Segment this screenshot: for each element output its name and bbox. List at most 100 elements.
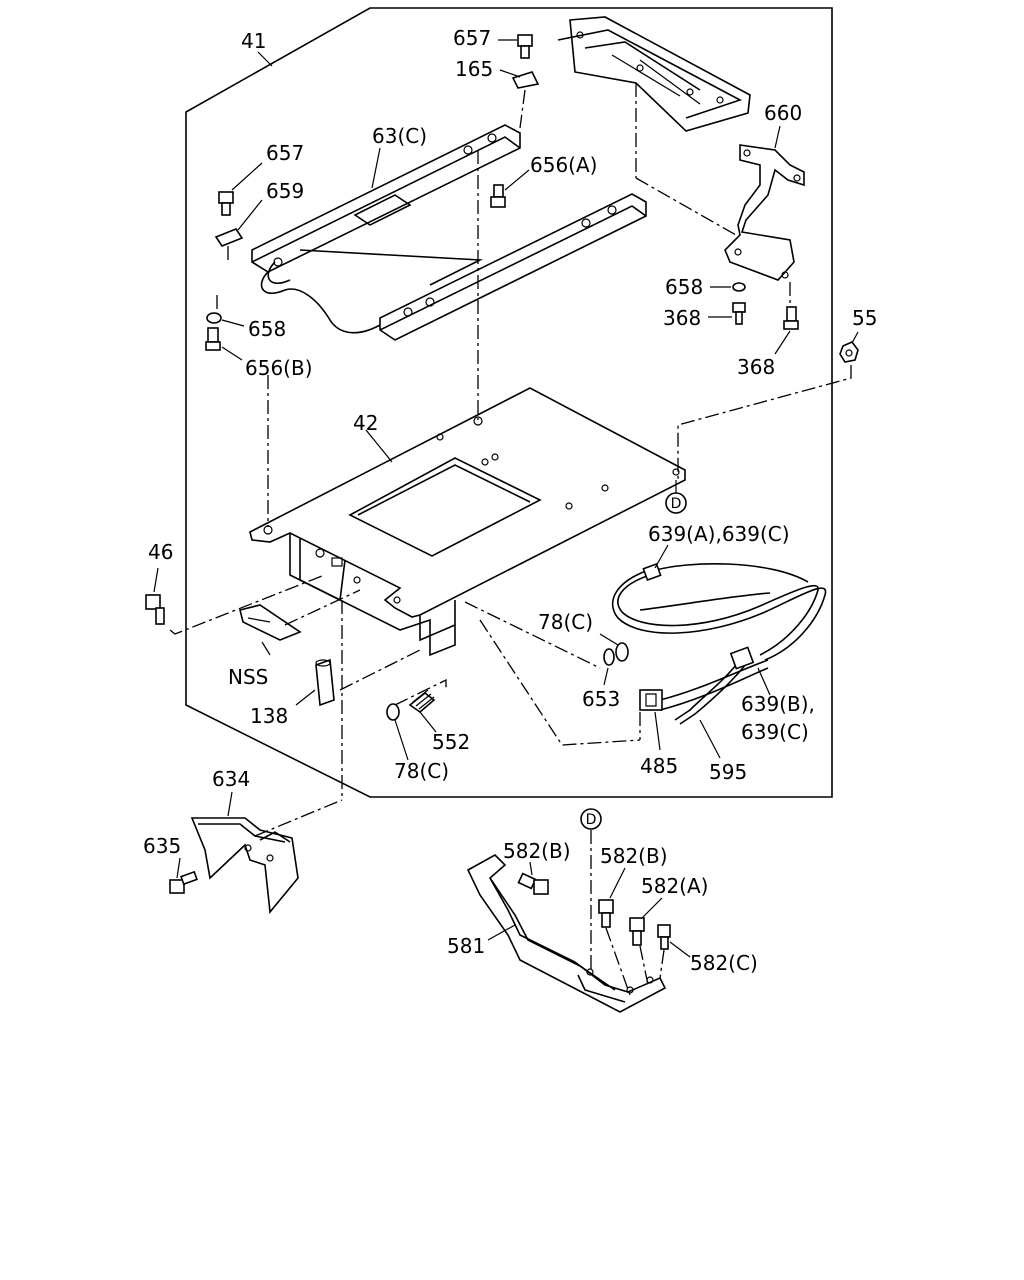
leader-582c bbox=[669, 941, 691, 958]
leader-635 bbox=[176, 857, 181, 879]
clip-659 bbox=[214, 228, 244, 247]
leader-485 bbox=[654, 711, 661, 751]
plate-165 bbox=[511, 71, 540, 89]
label-582b-left: 582(B) bbox=[503, 839, 571, 863]
leader-63c bbox=[371, 147, 381, 189]
leader-639ac bbox=[654, 544, 669, 569]
label-582a: 582(A) bbox=[641, 874, 708, 898]
guide-552 bbox=[394, 678, 447, 706]
leader-55 bbox=[851, 331, 859, 344]
washer-78c-upper bbox=[615, 642, 629, 662]
label-657-left: 657 bbox=[266, 141, 304, 165]
guide-55-d bbox=[677, 365, 852, 480]
washer-658-left bbox=[206, 312, 222, 324]
bracket-660 bbox=[724, 144, 805, 281]
leader-581 bbox=[487, 924, 516, 941]
label-552: 552 bbox=[432, 730, 470, 754]
leader-552 bbox=[419, 711, 437, 733]
connector-d-top-label: D bbox=[671, 496, 682, 512]
frame-guide-line-2 bbox=[635, 177, 737, 236]
bolt-656b bbox=[205, 327, 221, 351]
guide-582a bbox=[639, 945, 649, 986]
label-78c-upper: 78(C) bbox=[538, 610, 593, 634]
label-656a: 656(A) bbox=[530, 153, 597, 177]
nut-55 bbox=[839, 341, 859, 363]
bolt-582c bbox=[657, 924, 671, 950]
bolt-368-right bbox=[783, 306, 799, 330]
label-634: 634 bbox=[212, 767, 250, 791]
pin-138 bbox=[315, 658, 335, 707]
base-plate-42 bbox=[249, 387, 686, 657]
leader-42 bbox=[365, 429, 393, 463]
leader-165 bbox=[499, 69, 521, 78]
guide-138 bbox=[339, 649, 421, 691]
leader-634 bbox=[227, 791, 233, 817]
leader-639b bbox=[757, 667, 771, 696]
leader-595 bbox=[699, 719, 721, 759]
guide-653 bbox=[464, 601, 601, 669]
leader-659 bbox=[237, 199, 263, 231]
leader-nss bbox=[261, 641, 271, 656]
assembly-boundary bbox=[185, 7, 833, 798]
guide-634 bbox=[254, 799, 343, 837]
leader-582b-right bbox=[609, 867, 626, 899]
bolt-657-top bbox=[517, 34, 533, 59]
label-63c: 63(C) bbox=[372, 124, 427, 148]
bolt-657-left bbox=[218, 191, 234, 216]
connector-d-bottom-label: D bbox=[586, 812, 597, 828]
label-582c: 582(C) bbox=[690, 951, 758, 975]
label-78c-lower: 78(C) bbox=[394, 759, 449, 783]
hose-assembly bbox=[611, 562, 827, 725]
connector-d-bottom bbox=[580, 808, 602, 830]
seat-rail-63c bbox=[251, 124, 647, 341]
guide-46 bbox=[169, 575, 323, 635]
leader-138 bbox=[295, 689, 316, 706]
bolt-656a bbox=[490, 184, 506, 208]
leader-660 bbox=[774, 125, 781, 149]
label-485: 485 bbox=[640, 754, 678, 778]
washer-658-right bbox=[732, 282, 746, 292]
leader-78c-upper bbox=[599, 633, 619, 646]
leader-657-left bbox=[231, 162, 263, 191]
label-653: 653 bbox=[582, 687, 620, 711]
bolt-368-left bbox=[732, 302, 746, 325]
label-41: 41 bbox=[241, 29, 266, 53]
bolt-635 bbox=[169, 870, 198, 894]
label-659: 659 bbox=[266, 179, 304, 203]
leader-582a bbox=[641, 897, 663, 919]
guide-485-link bbox=[479, 619, 641, 746]
label-368-left: 368 bbox=[663, 306, 701, 330]
bolt-582a bbox=[629, 917, 645, 946]
bracket-634 bbox=[190, 817, 299, 914]
label-658-right: 658 bbox=[665, 275, 703, 299]
guide-nss bbox=[284, 589, 361, 626]
label-595: 595 bbox=[709, 760, 747, 784]
label-582b-right: 582(B) bbox=[600, 844, 668, 868]
label-635: 635 bbox=[143, 834, 181, 858]
guide-582c bbox=[659, 949, 665, 979]
leader-368-right bbox=[774, 330, 791, 355]
cab-frame bbox=[557, 16, 751, 132]
leader-653 bbox=[603, 667, 609, 686]
leader-582b-left bbox=[529, 861, 533, 876]
label-639ac: 639(A),639(C) bbox=[648, 522, 790, 546]
label-660: 660 bbox=[764, 101, 802, 125]
bolt-46 bbox=[145, 594, 165, 625]
leader-656b bbox=[221, 346, 243, 361]
label-639c: 639(C) bbox=[741, 720, 809, 744]
label-138: 138 bbox=[250, 704, 288, 728]
leader-46 bbox=[153, 567, 159, 593]
label-42: 42 bbox=[353, 411, 378, 435]
label-657-top: 657 bbox=[453, 26, 491, 50]
label-581: 581 bbox=[447, 934, 485, 958]
leader-658-left bbox=[221, 319, 245, 327]
label-656b: 656(B) bbox=[245, 356, 313, 380]
leader-41 bbox=[257, 51, 273, 67]
label-46: 46 bbox=[148, 540, 173, 564]
label-639b: 639(B), bbox=[741, 692, 815, 716]
label-165: 165 bbox=[455, 57, 493, 81]
label-658-left: 658 bbox=[248, 317, 286, 341]
label-55: 55 bbox=[852, 306, 877, 330]
washer-78c-lower bbox=[386, 703, 400, 721]
